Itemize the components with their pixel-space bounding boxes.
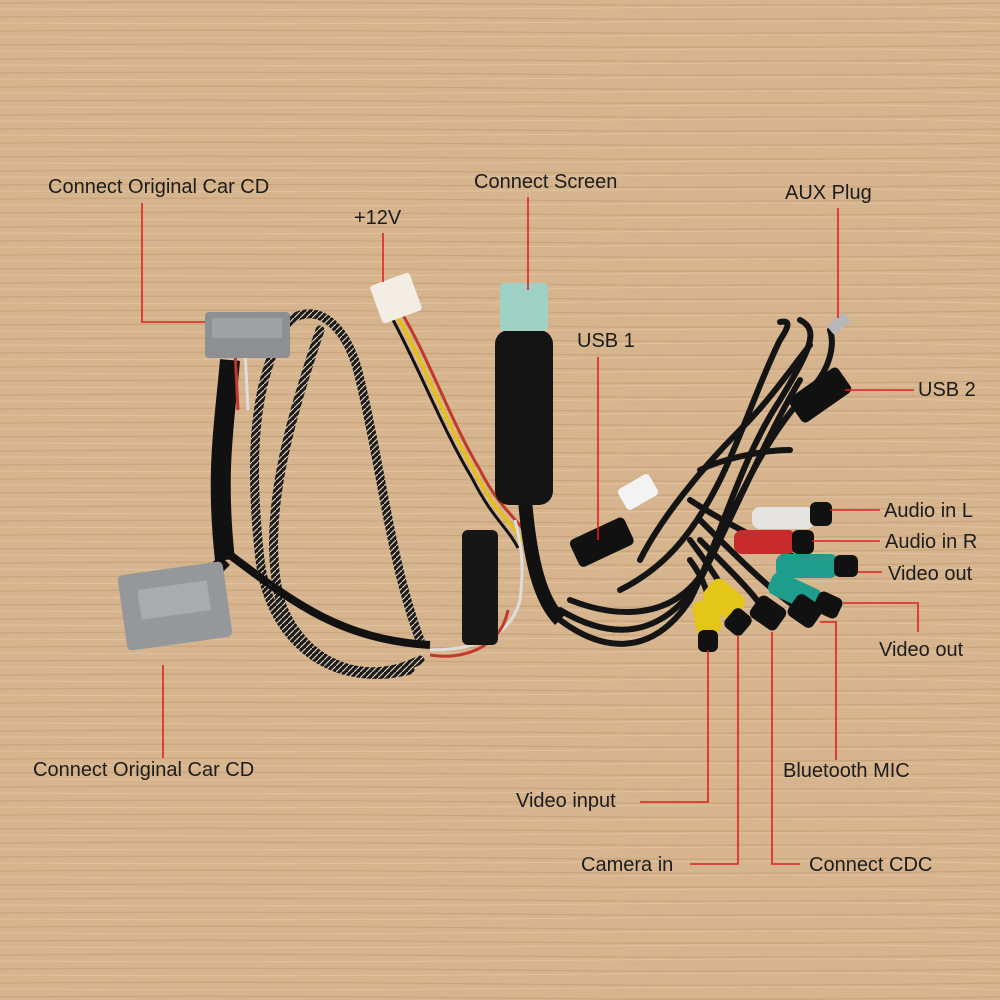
connector-screen — [495, 283, 566, 625]
connector-car-cd-top — [205, 312, 290, 562]
label-connect-original-car-cd-top: Connect Original Car CD — [48, 176, 270, 198]
label-camera-in: Camera in — [581, 854, 674, 876]
rca-plugs — [692, 502, 858, 652]
label-video-input: Video input — [516, 790, 616, 812]
label-audio-in-l: Audio in L — [884, 500, 973, 522]
label-usb-2: USB 2 — [918, 379, 976, 401]
connector-12v — [370, 272, 532, 549]
label-video-out-1: Video out — [888, 563, 973, 585]
label-connect-screen: Connect Screen — [474, 171, 618, 193]
fuse-holder — [429, 519, 524, 658]
aux-plug — [827, 312, 851, 335]
label-connect-original-car-cd-bottom: Connect Original Car CD — [33, 759, 255, 781]
usb-1-plug — [569, 474, 659, 567]
label-aux-plug: AUX Plug — [785, 182, 872, 204]
label-audio-in-r: Audio in R — [885, 531, 978, 553]
label-video-out-2: Video out — [879, 639, 964, 661]
connector-car-cd-bottom — [117, 551, 431, 651]
label-usb-1: USB 1 — [577, 330, 635, 352]
usb-2-plug — [788, 367, 852, 423]
braided-harness — [249, 309, 425, 679]
label-connect-cdc: Connect CDC — [809, 854, 933, 876]
label-plus-12v: +12V — [354, 207, 402, 229]
label-bluetooth-mic: Bluetooth MIC — [783, 760, 910, 782]
callout-lines — [141, 197, 919, 865]
